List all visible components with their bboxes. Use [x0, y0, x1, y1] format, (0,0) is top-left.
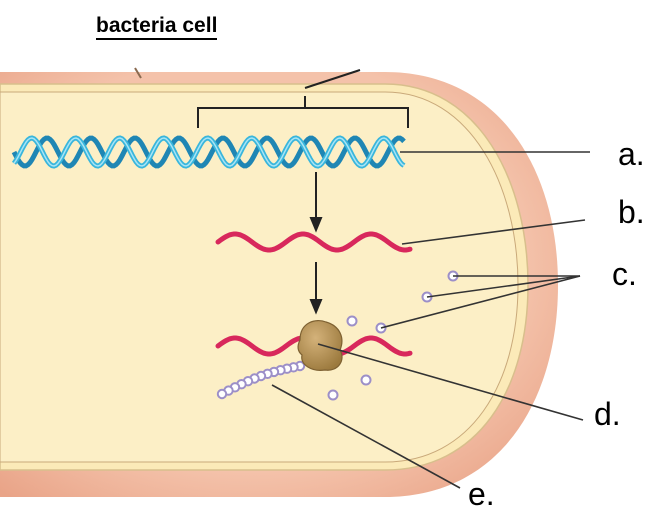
- label-b: b.: [618, 196, 645, 228]
- amino-acid-bead: [218, 390, 226, 398]
- label-c: c.: [612, 258, 637, 290]
- free-amino-acid: [329, 391, 338, 400]
- page-title: bacteria cell: [96, 14, 217, 40]
- label-a: a.: [618, 138, 645, 170]
- label-e: e.: [468, 478, 495, 510]
- free-amino-acid: [362, 376, 371, 385]
- free-amino-acid: [348, 317, 357, 326]
- label-d: d.: [594, 398, 621, 430]
- ribosome: [298, 321, 342, 371]
